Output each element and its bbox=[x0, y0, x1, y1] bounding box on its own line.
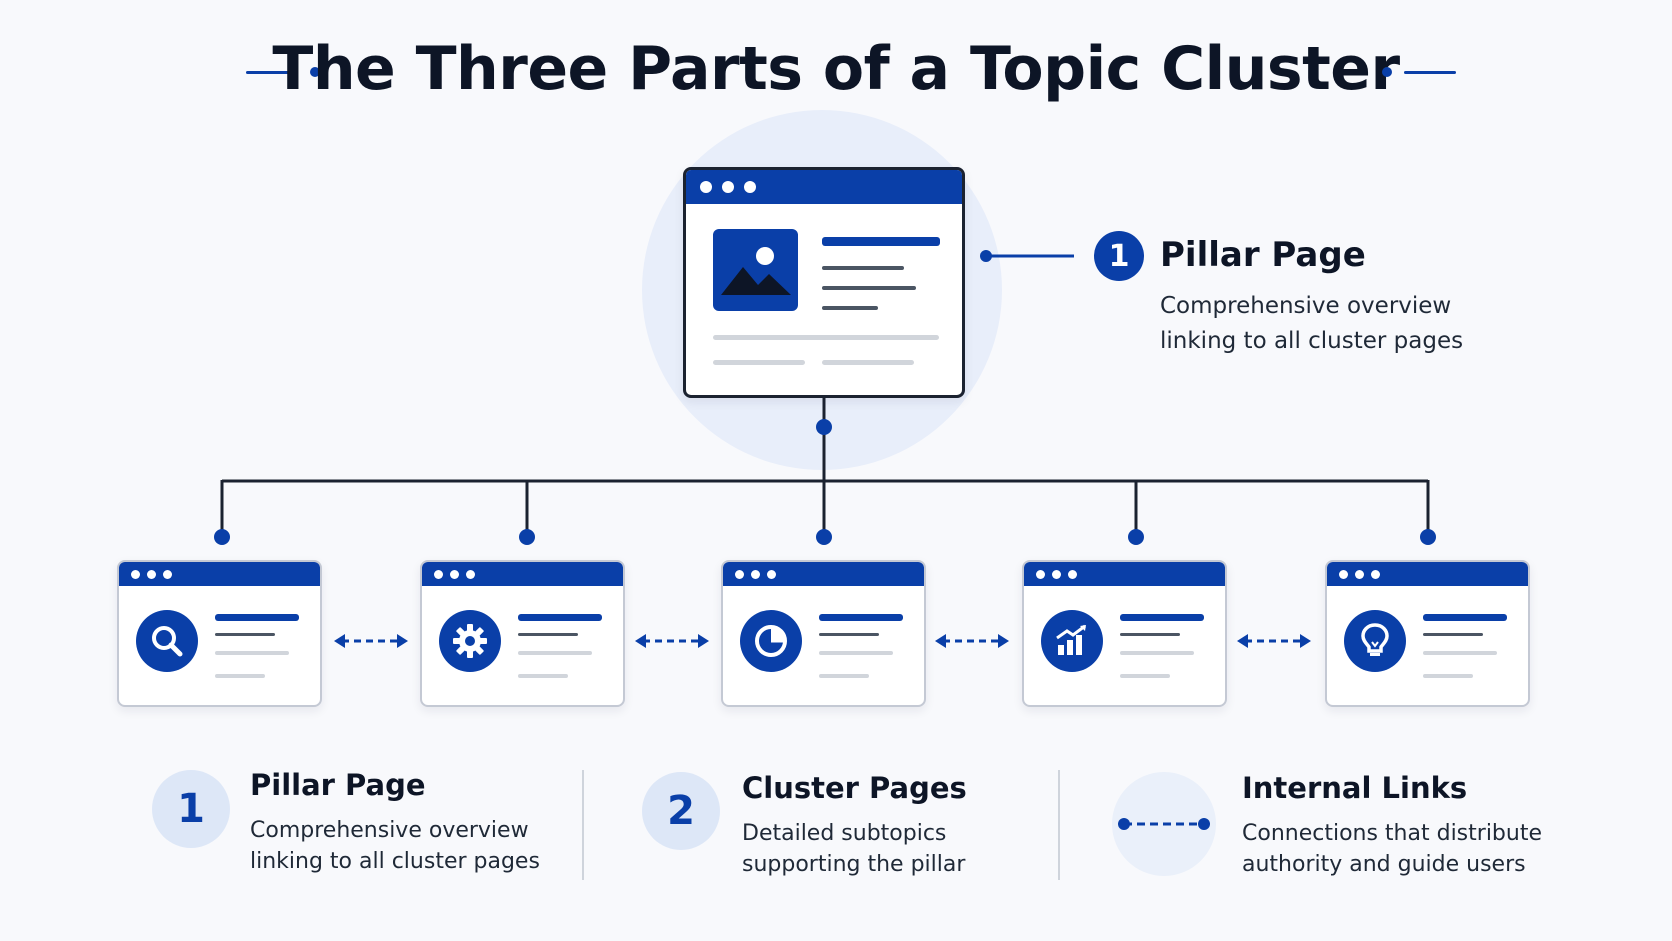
pillar-page-window bbox=[683, 167, 965, 398]
text-line bbox=[1423, 614, 1507, 621]
legend-pillar-desc-line1: Comprehensive overview bbox=[250, 818, 529, 843]
page-title: The Three Parts of a Topic Cluster bbox=[272, 34, 1400, 104]
window-controls bbox=[1339, 570, 1380, 579]
text-line bbox=[822, 360, 914, 365]
legend-pillar-heading: Pillar Page bbox=[250, 768, 426, 802]
legend-links-heading: Internal Links bbox=[1242, 771, 1468, 805]
arrow-left-2 bbox=[635, 634, 646, 648]
legend-pillar-desc-line2: linking to all cluster pages bbox=[250, 849, 540, 874]
arrow-right-3 bbox=[998, 634, 1009, 648]
text-line bbox=[518, 633, 578, 636]
bar-chart-icon bbox=[1041, 610, 1103, 672]
cluster-window-titlebar bbox=[422, 562, 623, 586]
text-line bbox=[1120, 674, 1170, 678]
window-controls bbox=[735, 570, 776, 579]
arrow-right-2 bbox=[698, 634, 709, 648]
pie-chart-icon bbox=[740, 610, 802, 672]
pillar-window-titlebar bbox=[686, 170, 962, 204]
text-line bbox=[819, 614, 903, 621]
window-controls bbox=[131, 570, 172, 579]
text-line bbox=[215, 633, 275, 636]
text-line bbox=[822, 306, 878, 310]
text-line bbox=[822, 286, 916, 290]
text-line bbox=[819, 651, 893, 655]
pillar-callout-desc-line2: linking to all cluster pages bbox=[1160, 328, 1464, 354]
search-icon bbox=[136, 610, 198, 672]
text-line bbox=[822, 237, 940, 246]
gear-icon bbox=[439, 610, 501, 672]
pillar-callout-number-badge: 1 bbox=[1094, 231, 1144, 281]
text-line bbox=[1423, 633, 1483, 636]
pillar-callout-heading: Pillar Page bbox=[1160, 235, 1366, 275]
cluster-window-titlebar bbox=[119, 562, 320, 586]
legend-pillar-number-badge: 1 bbox=[152, 770, 230, 848]
text-line bbox=[215, 674, 265, 678]
drop-dot-4 bbox=[1128, 529, 1144, 545]
legend-divider-1 bbox=[582, 770, 584, 880]
legend-cluster-number-badge: 2 bbox=[642, 772, 720, 850]
cluster-window-titlebar bbox=[723, 562, 924, 586]
text-line bbox=[819, 633, 879, 636]
text-line bbox=[1423, 674, 1473, 678]
arrow-right-1 bbox=[397, 634, 408, 648]
text-line bbox=[518, 651, 592, 655]
legend-links-desc-line2: authority and guide users bbox=[1242, 852, 1526, 877]
legend-cluster-desc-line1: Detailed subtopics bbox=[742, 821, 947, 846]
text-line bbox=[215, 614, 299, 621]
pillar-callout-desc-line1: Comprehensive overview bbox=[1160, 293, 1452, 319]
cluster-page-window bbox=[420, 560, 625, 707]
text-line bbox=[819, 674, 869, 678]
cluster-window-titlebar bbox=[1024, 562, 1225, 586]
title-decor-dot-left bbox=[310, 67, 320, 77]
lightbulb-icon bbox=[1344, 610, 1406, 672]
text-line bbox=[822, 266, 904, 270]
window-controls bbox=[700, 181, 756, 193]
arrow-left-4 bbox=[1237, 634, 1248, 648]
window-controls bbox=[1036, 570, 1077, 579]
cluster-page-window bbox=[117, 560, 322, 707]
drop-dot-2 bbox=[519, 529, 535, 545]
text-line bbox=[1120, 651, 1194, 655]
window-controls bbox=[434, 570, 475, 579]
cluster-page-window bbox=[1022, 560, 1227, 707]
text-line bbox=[518, 674, 568, 678]
legend-divider-2 bbox=[1058, 770, 1060, 880]
callout-dot bbox=[980, 250, 992, 262]
cluster-window-titlebar bbox=[1327, 562, 1528, 586]
title-decor-line-left bbox=[246, 71, 298, 74]
drop-dot-3 bbox=[816, 529, 832, 545]
drop-dot-1 bbox=[214, 529, 230, 545]
drop-dot-5 bbox=[1420, 529, 1436, 545]
cluster-page-window bbox=[721, 560, 926, 707]
legend-cluster-desc-line2: supporting the pillar bbox=[742, 852, 966, 877]
arrow-left-3 bbox=[935, 634, 946, 648]
text-line bbox=[1423, 651, 1497, 655]
cluster-page-window bbox=[1325, 560, 1530, 707]
text-line bbox=[713, 360, 805, 365]
text-line bbox=[1120, 614, 1204, 621]
text-line bbox=[518, 614, 602, 621]
arrow-left-1 bbox=[334, 634, 345, 648]
title-row: The Three Parts of a Topic Cluster bbox=[0, 28, 1672, 118]
arrow-right-4 bbox=[1300, 634, 1311, 648]
legend-cluster-heading: Cluster Pages bbox=[742, 771, 967, 805]
text-line bbox=[215, 651, 289, 655]
title-decor-dot-right bbox=[1382, 67, 1392, 77]
image-placeholder-icon bbox=[713, 229, 798, 311]
text-line bbox=[713, 335, 939, 340]
dashed-link-icon bbox=[1112, 772, 1216, 876]
trunk-dot bbox=[816, 419, 832, 435]
text-line bbox=[1120, 633, 1180, 636]
title-decor-line-right bbox=[1404, 71, 1456, 74]
legend-links-desc-line1: Connections that distribute bbox=[1242, 821, 1542, 846]
